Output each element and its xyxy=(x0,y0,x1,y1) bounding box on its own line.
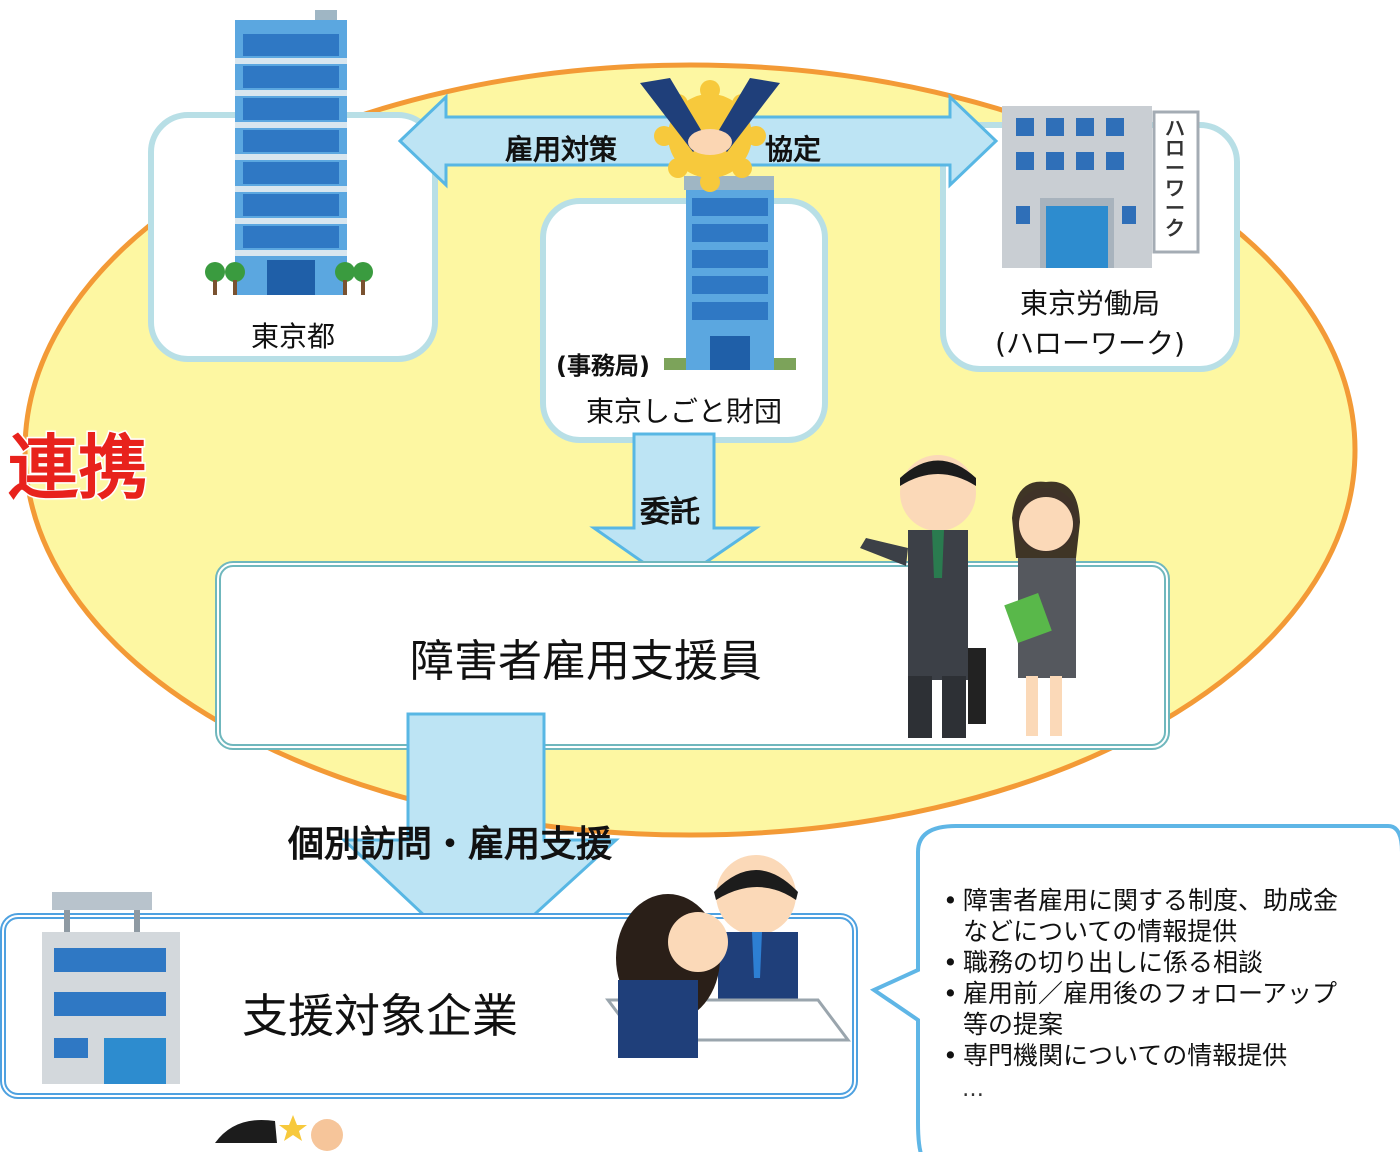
visit-support-arrow xyxy=(340,712,620,969)
target-company-label: 支援対象企業 xyxy=(242,989,518,1043)
secretariat-tag: (事務局) xyxy=(556,352,650,380)
foundation-box xyxy=(540,198,828,443)
support-items-list: 障害者雇用に関する制度、助成金 などについての情報提供 職務の切り出しに係る相談… xyxy=(943,885,1383,1071)
visit-support-label: 個別訪問・雇用支援 xyxy=(288,824,613,865)
hellowork-building-icon xyxy=(1002,106,1200,268)
hellowork-sign-text: ハローワーク xyxy=(1165,116,1185,240)
consultation-illustration-icon xyxy=(605,855,851,1058)
support-item: 職務の切り出しに係る相談 xyxy=(943,947,1383,978)
tokyo-building-icon xyxy=(205,10,373,295)
support-staff-box xyxy=(215,561,1170,750)
handshake-icon xyxy=(640,78,780,192)
support-staff-label: 障害者雇用支援員 xyxy=(410,636,762,687)
support-item: 専門機関についての情報提供 xyxy=(943,1040,1383,1071)
foundation-label: 東京しごと財団 xyxy=(585,395,782,428)
delegation-arrow xyxy=(589,432,761,586)
agreement-label: 協定 xyxy=(765,133,822,166)
support-item: 障害者雇用に関する制度、助成金 などについての情報提供 xyxy=(943,885,1383,947)
labor-bureau-sublabel: (ハローワーク) xyxy=(995,327,1185,360)
foundation-building-icon xyxy=(664,176,796,370)
support-item: 雇用前／雇用後のフォローアップ 等の提案 xyxy=(943,978,1383,1040)
consultants-illustration-icon xyxy=(860,455,1080,738)
character-icon xyxy=(215,1115,343,1151)
collaboration-label: 連携 xyxy=(7,426,150,511)
labor-bureau-label: 東京労働局 xyxy=(1019,287,1160,320)
company-building-icon xyxy=(42,892,180,1084)
delegation-label: 委託 xyxy=(640,495,700,530)
support-items-ellipsis: … xyxy=(962,1077,984,1102)
employment-measures-label: 雇用対策 xyxy=(505,133,618,166)
tokyo-metro-label: 東京都 xyxy=(250,320,335,353)
